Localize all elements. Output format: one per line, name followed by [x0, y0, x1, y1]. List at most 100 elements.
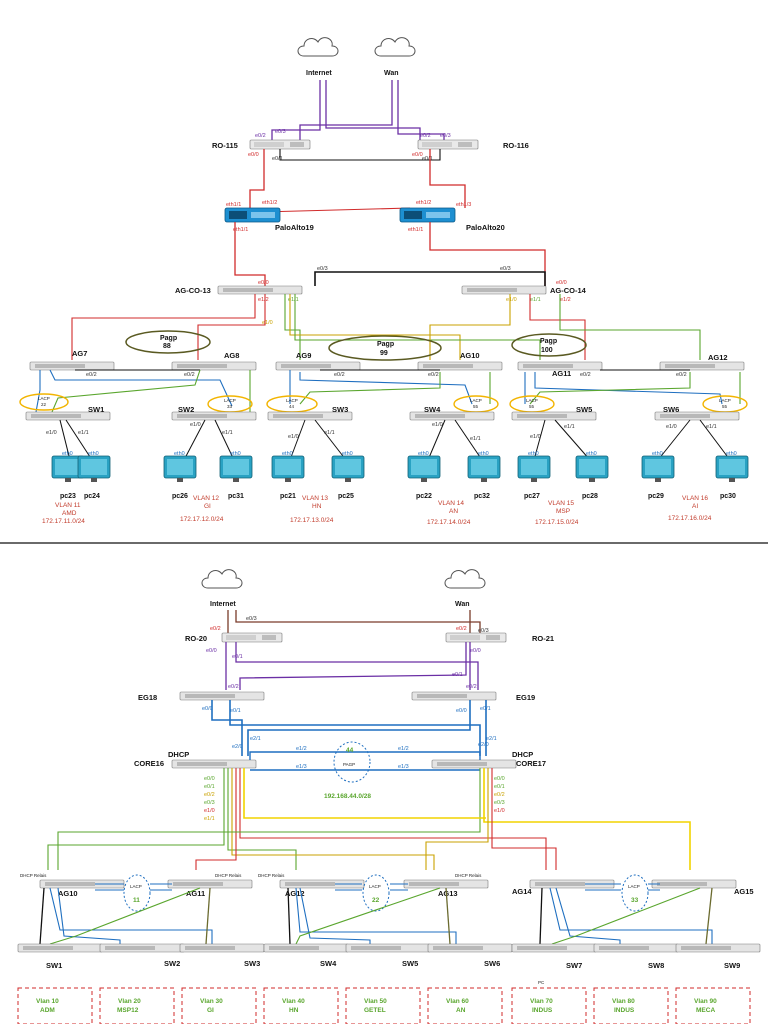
- if-label: e0/1: [204, 784, 215, 790]
- sw2[interactable]: SW2: [171, 405, 257, 421]
- lacp-num: 44: [289, 404, 295, 409]
- pc30[interactable]: pc30: [715, 455, 749, 500]
- pagp-title: Pagp: [160, 335, 177, 342]
- if-label: e1/0: [530, 434, 541, 440]
- ag-label: AG7: [72, 349, 87, 358]
- sw2-bottom[interactable]: SW2: [99, 943, 185, 968]
- router-ro-21[interactable]: RO-21: [445, 632, 554, 643]
- ag9[interactable]: AG9: [275, 351, 361, 371]
- sw1-bottom[interactable]: SW1: [17, 943, 103, 970]
- pc27[interactable]: pc27: [517, 455, 551, 500]
- sw7-bottom[interactable]: SW7: [511, 943, 597, 970]
- ag-label: AG10: [58, 889, 78, 898]
- router-ro-116[interactable]: RO-116: [417, 139, 529, 150]
- sw8-bottom[interactable]: SW8: [593, 943, 679, 970]
- sw9-bottom[interactable]: SW9: [675, 943, 761, 970]
- if-label: eth0: [418, 451, 429, 457]
- pc32[interactable]: pc32: [467, 455, 501, 500]
- pc31[interactable]: pc31: [219, 455, 253, 500]
- pc21[interactable]: pc21: [271, 455, 305, 500]
- pagp-44: 44 PAGP 192.168.44.0/28: [324, 741, 371, 800]
- ag12-bottom[interactable]: DHCP Relais AG12: [258, 873, 365, 898]
- lacp-22-bottom: LACP 22: [362, 874, 390, 912]
- vlan-name: AN: [456, 1007, 466, 1014]
- vlan-80-box: Vlan 80 INDUS: [593, 987, 669, 1024]
- core-label: AG-CO-14: [550, 286, 587, 295]
- sw6[interactable]: SW6: [654, 405, 740, 421]
- switch-icon: [171, 759, 257, 769]
- pc28[interactable]: pc28: [575, 455, 609, 500]
- if-label: e0/0: [412, 152, 423, 158]
- switch-label: SW9: [724, 961, 740, 970]
- firewall-paloalto19[interactable]: PaloAlto19: [224, 207, 314, 232]
- pc-icon: [271, 455, 305, 483]
- firewall-icon: [399, 207, 456, 223]
- if-label: eth1/1: [233, 227, 248, 233]
- ag-label: AG9: [296, 351, 311, 360]
- core17[interactable]: CORE17 DHCP: [431, 750, 546, 769]
- lacp-sw1: LACP 22: [19, 393, 69, 411]
- lacp-sw2: LACP 33: [207, 395, 253, 413]
- router-ro-115[interactable]: RO-115: [212, 139, 311, 150]
- firewall-paloalto20[interactable]: PaloAlto20: [399, 207, 505, 232]
- switch-icon: [99, 943, 185, 953]
- vlan-boxes: Vlan 10 ADM Vlan 20 MSP12 Vlan 30 GI Vla…: [17, 987, 751, 1024]
- pc24[interactable]: pc24: [77, 455, 111, 500]
- if-label: e1/1: [222, 430, 233, 436]
- ag11-bottom[interactable]: DHCP Relais AG11: [167, 873, 253, 898]
- vlan-90-box: Vlan 90 MECA: [675, 987, 751, 1024]
- sw4-bottom[interactable]: SW4: [263, 943, 349, 968]
- ag10[interactable]: AG10: [417, 351, 503, 371]
- switch-icon: [167, 879, 253, 889]
- edge-eg18[interactable]: EG18: [138, 691, 265, 702]
- if-label: e1/0: [262, 320, 273, 326]
- dhcp-label: DHCP: [512, 750, 533, 759]
- ag8[interactable]: AG8: [171, 351, 257, 371]
- pc25[interactable]: pc25: [331, 455, 365, 500]
- lacp-sw4: LACP 55: [453, 395, 499, 413]
- if-label: e0/2: [494, 792, 505, 798]
- vlan-10-box: Vlan 10 ADM: [17, 987, 93, 1024]
- sw3-bottom[interactable]: SW3: [179, 943, 265, 968]
- router-icon: [249, 139, 311, 150]
- edge-eg19[interactable]: EG19: [411, 691, 535, 702]
- ag10-bottom[interactable]: DHCP Relais AG10: [20, 873, 125, 898]
- pc22[interactable]: pc22: [407, 455, 441, 500]
- ag7[interactable]: AG7: [29, 349, 115, 371]
- sw1[interactable]: SW1: [25, 405, 111, 421]
- pagp-num: 88: [163, 343, 171, 350]
- if-label: e0/2: [228, 684, 239, 690]
- ag15-bottom[interactable]: AG15: [651, 879, 754, 896]
- core-ag-co-14[interactable]: AG-CO-14: [461, 285, 587, 295]
- sw6-bottom[interactable]: SW6: [427, 943, 513, 968]
- pc-icon: [715, 455, 749, 483]
- switch-icon: [179, 691, 265, 701]
- if-label: e1/3: [296, 764, 307, 770]
- vlan-16-label: VLAN 16 AI 172.17.16.0/24: [668, 495, 712, 522]
- pc23[interactable]: pc23: [51, 455, 85, 500]
- if-label: eth1/2: [262, 200, 277, 206]
- switch-label: SW4: [424, 405, 441, 414]
- switch-label: SW5: [402, 959, 418, 968]
- ag11[interactable]: AG11: [517, 361, 603, 378]
- if-label: e0/0: [470, 648, 481, 654]
- ag14-bottom[interactable]: AG14: [512, 879, 615, 896]
- ag-label: AG12: [285, 889, 305, 898]
- vlan-id: VLAN 12: [193, 495, 219, 502]
- pc26[interactable]: pc26: [163, 455, 197, 500]
- switch-icon: [675, 943, 761, 953]
- if-label: e1/1: [324, 430, 335, 436]
- sw3[interactable]: SW3: [267, 405, 353, 421]
- ag12[interactable]: AG12: [659, 353, 745, 371]
- if-label: eth0: [586, 451, 597, 457]
- pc29[interactable]: pc29: [641, 455, 675, 500]
- firewall-label: PaloAlto20: [466, 223, 505, 232]
- ag13-bottom[interactable]: DHCP Relais AG13: [403, 873, 489, 898]
- sw4[interactable]: SW4: [409, 405, 495, 421]
- pc-label: pc30: [720, 493, 736, 500]
- sw5[interactable]: SW5: [511, 405, 597, 421]
- router-ro-20[interactable]: RO-20: [185, 632, 283, 643]
- core16[interactable]: CORE16 DHCP: [134, 750, 257, 769]
- sw5-bottom[interactable]: SW5: [345, 943, 431, 968]
- core-ag-co-13[interactable]: AG-CO-13: [175, 285, 303, 295]
